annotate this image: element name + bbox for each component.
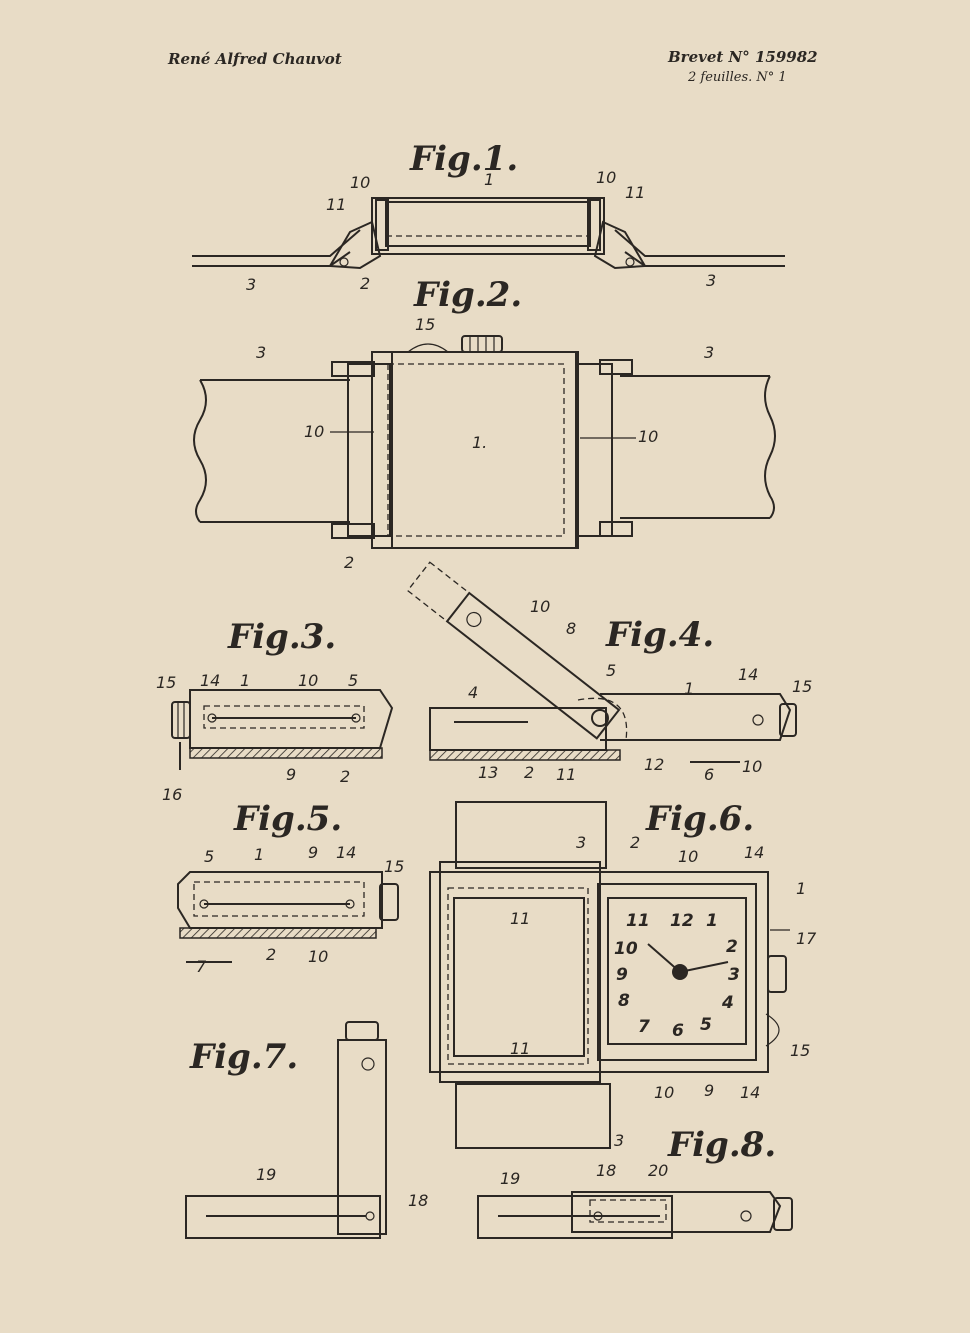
fig1-label: Fig.1.	[409, 139, 518, 179]
ref-15: 15	[415, 315, 435, 334]
ref-16: 16	[162, 785, 182, 804]
dial-12: 12	[670, 911, 694, 931]
ref-10: 10	[742, 757, 762, 776]
ref-10: 10	[596, 168, 616, 187]
ref-3: 3	[246, 275, 256, 294]
ref-18: 18	[408, 1191, 428, 1210]
ref-2: 2	[360, 274, 370, 293]
ref-14: 14	[336, 843, 356, 862]
ref-3: 3	[706, 271, 716, 290]
dial-10: 10	[614, 939, 638, 959]
ref-10: 10	[638, 427, 658, 446]
dial-11: 11	[626, 911, 650, 931]
ref-11: 11	[510, 1039, 530, 1058]
ref-17: 17	[796, 929, 817, 948]
dial-3: 3	[728, 965, 740, 985]
figure-7: Fig.7. 19 18	[185, 1021, 428, 1239]
ref-1: 1	[796, 879, 806, 898]
ref-13: 13	[478, 763, 498, 782]
ref-10: 10	[350, 173, 370, 192]
figure-1: Fig.1. 1 10 10 11 11 3 2 3	[192, 139, 785, 294]
figure-5: Fig.5. 5 1 9 14 15 7 2 10	[177, 799, 404, 976]
ref-15: 15	[792, 677, 812, 696]
fig2-label: Fig.2.	[413, 275, 522, 315]
sheet-count: 2 feuilles. N° 1	[688, 70, 787, 85]
ref-3: 3	[614, 1131, 624, 1150]
ref-10: 10	[678, 847, 698, 866]
ref-14: 14	[738, 665, 758, 684]
figure-4: Fig.4. 10 8 5 1 14 15 4 13 2	[406, 561, 812, 784]
ref-15: 15	[156, 673, 176, 692]
ref-6: 6	[704, 765, 714, 784]
author-name: René Alfred Chauvot	[168, 50, 342, 68]
dial-1: 1	[706, 911, 718, 931]
ref-14: 14	[200, 671, 220, 690]
ref-10: 10	[654, 1083, 674, 1102]
ref-4: 4	[468, 683, 478, 702]
figure-6: Fig.6. 11 12 1 2 3 4 5 6 7 8 9	[429, 799, 817, 1150]
figure-2: Fig.2. 15 1. 10	[193, 275, 776, 572]
ref-7: 7	[196, 957, 207, 976]
ref-9: 9	[286, 765, 296, 784]
ref-9: 9	[308, 843, 318, 862]
ref-2: 2	[266, 945, 276, 964]
ref-5: 5	[606, 661, 616, 680]
ref-1: 1.	[472, 433, 487, 452]
ref-5: 5	[204, 847, 214, 866]
ref-20: 20	[648, 1161, 668, 1180]
figure-8: Fig.8. 19 18 20	[477, 1125, 793, 1239]
ref-18: 18	[596, 1161, 616, 1180]
ref-11: 11	[556, 765, 576, 784]
ref-2: 2	[524, 763, 534, 782]
ref-19: 19	[500, 1169, 520, 1188]
fig4-label: Fig.4.	[605, 615, 714, 655]
ref-2: 2	[630, 833, 640, 852]
ref-3: 3	[256, 343, 266, 362]
ref-1: 1	[240, 671, 250, 690]
ref-10: 10	[304, 422, 324, 441]
patent-number: Brevet N° 159982	[668, 48, 818, 66]
dial-5: 5	[700, 1015, 712, 1035]
ref-11: 11	[625, 183, 645, 202]
ref-1: 1	[254, 845, 264, 864]
ref-5: 5	[348, 671, 358, 690]
ref-8: 8	[566, 619, 576, 638]
ref-19: 19	[256, 1165, 276, 1184]
ref-3: 3	[576, 833, 586, 852]
ref-12: 12	[644, 755, 664, 774]
fig3-label: Fig.3.	[227, 617, 336, 657]
ref-15: 15	[384, 857, 404, 876]
fig7-label: Fig.7.	[189, 1037, 298, 1077]
ref-2: 2	[340, 767, 350, 786]
dial-7: 7	[638, 1017, 650, 1037]
dial-4: 4	[721, 993, 734, 1013]
ref-1: 1	[484, 170, 494, 189]
dial-9: 9	[616, 965, 628, 985]
figure-3: Fig.3. 15 14 1 10 5 9 2 16	[156, 617, 394, 804]
ref-10: 10	[298, 671, 318, 690]
fig6-label: Fig.6.	[645, 799, 754, 839]
ref-3: 3	[704, 343, 714, 362]
ref-14: 14	[740, 1083, 760, 1102]
ref-9: 9	[704, 1081, 714, 1100]
dial-8: 8	[618, 991, 630, 1011]
ref-10: 10	[530, 597, 550, 616]
dial-2: 2	[726, 937, 738, 957]
ref-1: 1	[684, 679, 694, 698]
dial-6: 6	[672, 1021, 684, 1041]
ref-11: 11	[326, 195, 346, 214]
fig5-label: Fig.5.	[233, 799, 342, 839]
ref-11: 11	[510, 909, 530, 928]
ref-15: 15	[790, 1041, 810, 1060]
fig8-label: Fig.8.	[667, 1125, 776, 1165]
ref-10: 10	[308, 947, 328, 966]
ref-14: 14	[744, 843, 764, 862]
ref-2: 2	[344, 553, 354, 572]
